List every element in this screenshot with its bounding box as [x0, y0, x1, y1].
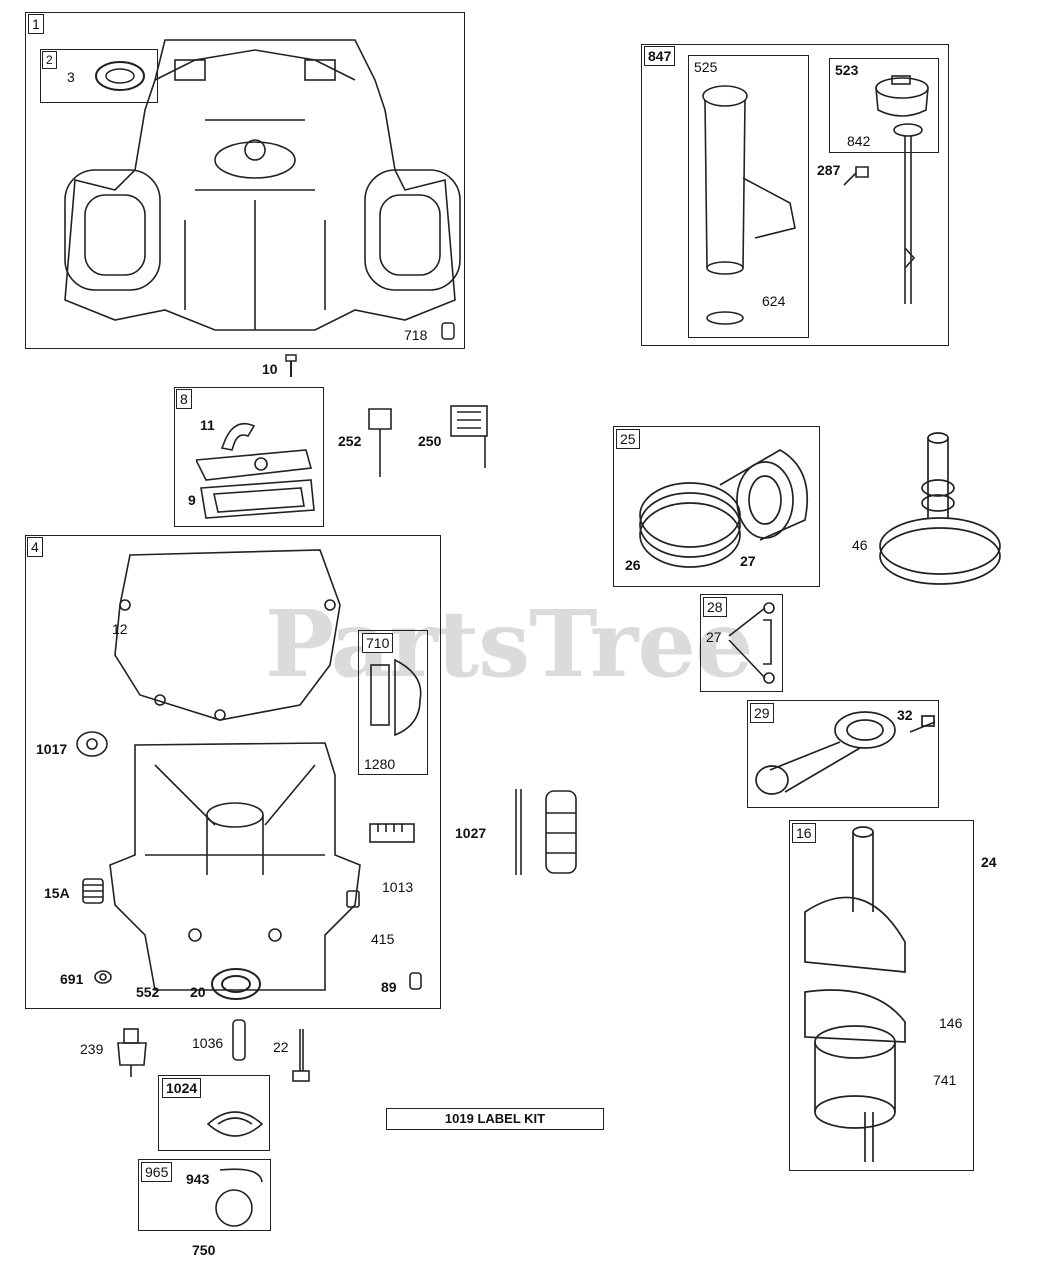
group-4-tag: 4 [27, 537, 43, 557]
part-415-label: 415 [371, 931, 395, 947]
part-20-label: 20 [190, 984, 206, 1000]
gasket-12-drawing [100, 545, 350, 725]
bolt-287-drawing [842, 163, 872, 191]
group-4-box [25, 535, 441, 1009]
group-16-tag: 16 [792, 823, 816, 843]
part-89-drawing [407, 970, 425, 994]
part-250-label: 250 [418, 433, 442, 449]
group-710-box [358, 630, 428, 775]
part-1013-label: 1013 [382, 879, 414, 895]
seal-3-drawing [94, 58, 148, 94]
part-27a-label: 27 [740, 553, 756, 569]
group-1024-box [158, 1075, 270, 1151]
part-1036-drawing [229, 1016, 251, 1066]
group-16-box [789, 820, 974, 1171]
part-691-drawing [92, 968, 114, 986]
part-842-label: 842 [847, 133, 871, 149]
group-8-tag: 8 [176, 389, 192, 409]
group-523-tag: 523 [832, 61, 862, 79]
group-25-tag: 25 [616, 429, 640, 449]
group-2-tag: 2 [42, 51, 57, 69]
group-2-box [40, 49, 158, 103]
group-523-box [829, 58, 939, 153]
group-847-box [641, 44, 949, 346]
part-24-label: 24 [981, 854, 997, 870]
part-3-label: 3 [67, 69, 75, 85]
crankcase-cover-drawing [95, 735, 365, 995]
group-710-tag: 710 [362, 633, 394, 653]
part-15a-drawing [80, 876, 108, 906]
seal-20-drawing [208, 964, 268, 1004]
part-691-label: 691 [60, 971, 84, 987]
part-750-label: 750 [192, 1242, 216, 1258]
group-965-tag: 965 [141, 1162, 173, 1182]
breather-8-drawing [196, 418, 316, 523]
part-239-label: 239 [80, 1041, 104, 1057]
part-11-label: 11 [200, 417, 215, 433]
bolt-22-drawing [290, 1025, 310, 1085]
parts-965-drawing [200, 1162, 270, 1228]
dipstick-cap-drawing [872, 70, 932, 130]
part-1024-drawing [200, 1100, 270, 1148]
dipstick-rod-drawing [890, 118, 930, 308]
part-27b-label: 27 [706, 629, 722, 645]
group-29-tag: 29 [750, 703, 774, 723]
part-718-label: 718 [404, 327, 428, 343]
group-525-tag: 525 [691, 58, 721, 76]
crankshaft-drawing [795, 822, 970, 1167]
part-250-drawing [447, 402, 492, 472]
group-1-tag: 1 [28, 14, 44, 34]
group-28-tag: 28 [703, 597, 727, 617]
part-89-label: 89 [381, 979, 397, 995]
group-25-box [613, 426, 820, 587]
engine-block-drawing [55, 20, 465, 340]
part-624-label: 624 [762, 293, 786, 309]
part-1017-label: 1017 [36, 741, 68, 757]
part-32-label: 32 [897, 707, 913, 723]
part-943-label: 943 [186, 1171, 210, 1187]
part-46-label: 46 [852, 537, 868, 553]
part-1017-drawing [74, 728, 110, 760]
part-146-label: 146 [939, 1015, 963, 1031]
plate-710-drawing [365, 655, 425, 750]
group-1-box [25, 12, 465, 349]
part-741-label: 741 [933, 1072, 957, 1088]
group-847-tag: 847 [644, 46, 676, 66]
dipstick-tube-drawing [695, 78, 805, 333]
part-15a-label: 15A [44, 885, 70, 901]
part-26-label: 26 [625, 557, 641, 573]
part-1036-label: 1036 [192, 1035, 224, 1051]
clips-28-drawing [725, 598, 780, 688]
piston-drawing [630, 430, 815, 580]
part-9-label: 9 [188, 492, 196, 508]
part-552-label: 552 [136, 984, 160, 1000]
group-525-box [688, 55, 809, 338]
group-965-box [138, 1159, 271, 1231]
part-22-label: 22 [273, 1039, 289, 1055]
group-1024-tag: 1024 [162, 1078, 202, 1098]
part-10-label: 10 [262, 361, 278, 377]
part-1280-label: 1280 [364, 756, 396, 772]
part-415-drawing [344, 888, 364, 912]
part-12-label: 12 [112, 621, 128, 637]
part-1027-label: 1027 [455, 825, 487, 841]
part-287-label: 287 [817, 162, 841, 178]
part-252-drawing [365, 405, 395, 480]
part-252-label: 252 [338, 433, 362, 449]
label-kit-1019: 1019 LABEL KIT [386, 1108, 604, 1130]
group-29-box [747, 700, 939, 808]
part-239-drawing [112, 1025, 152, 1080]
camshaft-46-drawing [878, 428, 1008, 593]
part-1027-drawing [508, 785, 583, 880]
dowel-718-drawing [440, 321, 456, 341]
group-8-box [174, 387, 324, 527]
connecting-rod-drawing [750, 700, 940, 805]
group-28-box [700, 594, 783, 692]
part-1013-drawing [368, 820, 418, 850]
bolt-10-drawing [284, 353, 298, 379]
